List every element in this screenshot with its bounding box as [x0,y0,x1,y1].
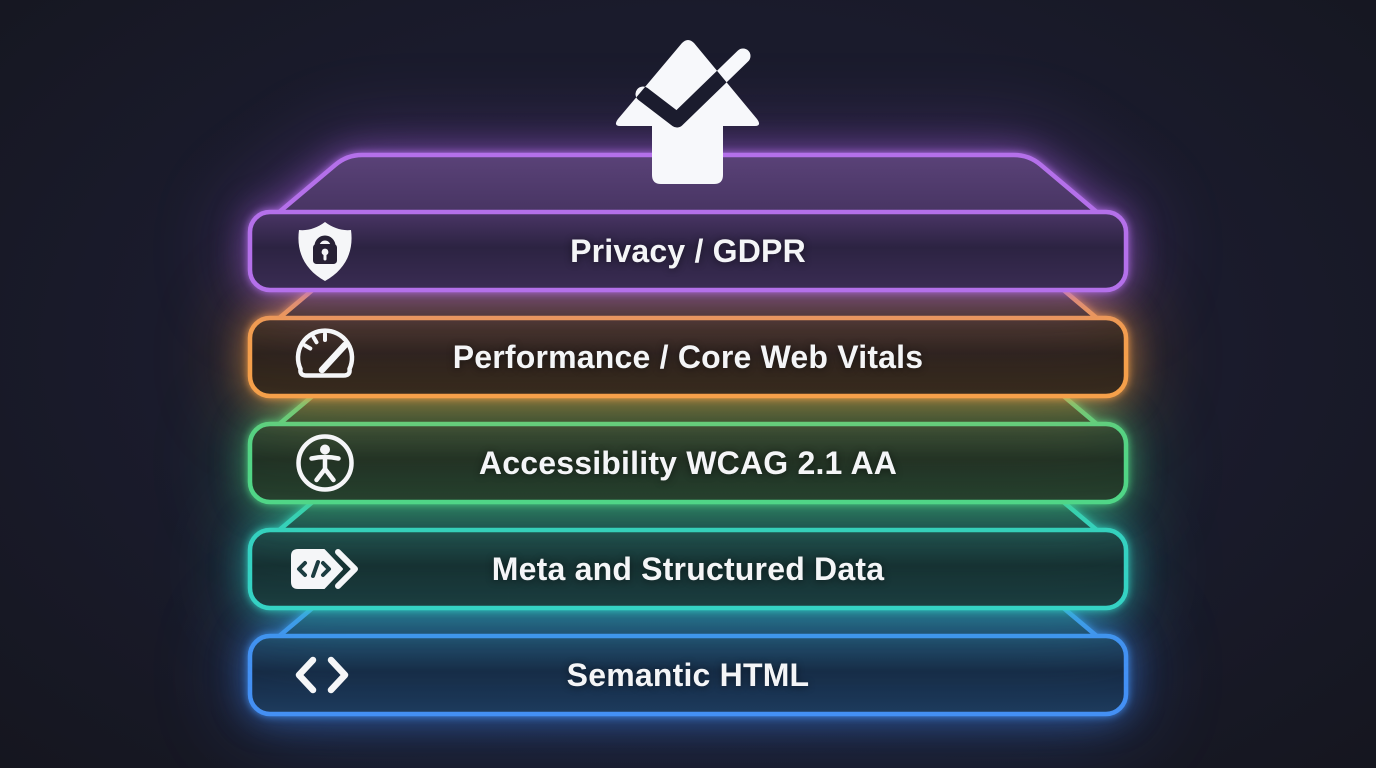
shield-lock-icon [298,222,352,281]
code-tag-icon [291,549,358,589]
layer-label-performance: Performance / Core Web Vitals [452,339,924,375]
layer-face [250,424,1126,502]
layer-label-accessibility: Accessibility WCAG 2.1 AA [478,445,898,481]
accessibility-person-icon [296,434,354,492]
layer-face [250,212,1126,290]
speedometer-icon [295,328,355,378]
layer-face [250,318,1126,396]
layer-privacy-gdpr [250,155,1126,290]
layer-label-semantic-html: Semantic HTML [566,657,810,693]
code-brackets-icon [295,656,349,694]
house-checkmark-icon [615,40,760,184]
layer-label-meta-structured-data: Meta and Structured Data [491,551,885,587]
layer-face [250,530,1126,608]
layer-label-privacy-gdpr: Privacy / GDPR [570,233,806,269]
layer-face [250,636,1126,714]
